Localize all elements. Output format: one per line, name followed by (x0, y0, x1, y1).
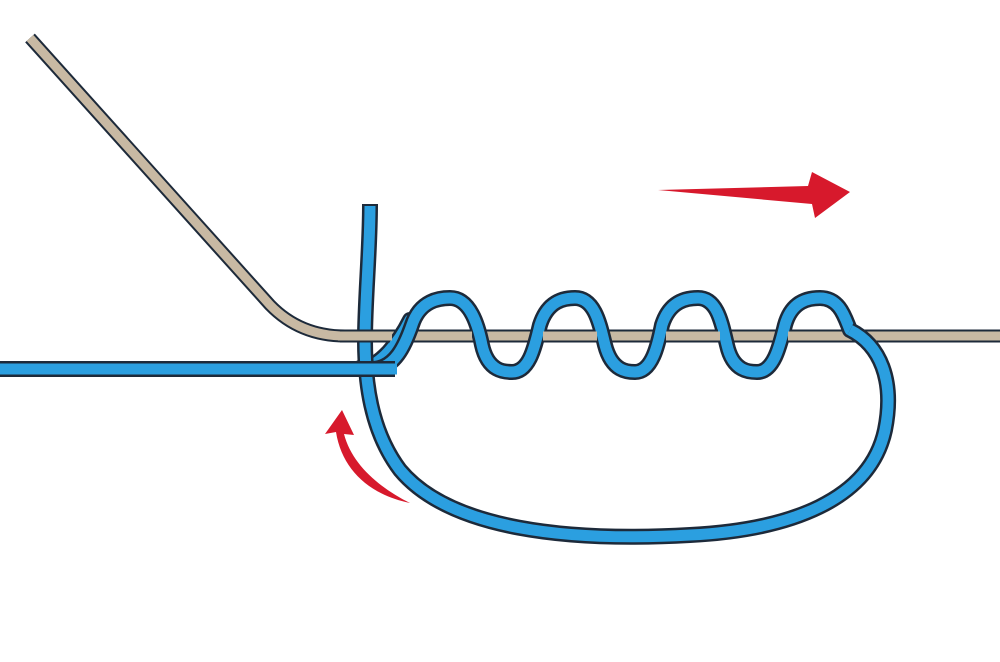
loop-direction-arrow (325, 410, 410, 503)
blue-main-line (0, 204, 896, 545)
pull-direction-arrow (658, 172, 850, 218)
beige-tag-line (25, 33, 1000, 343)
